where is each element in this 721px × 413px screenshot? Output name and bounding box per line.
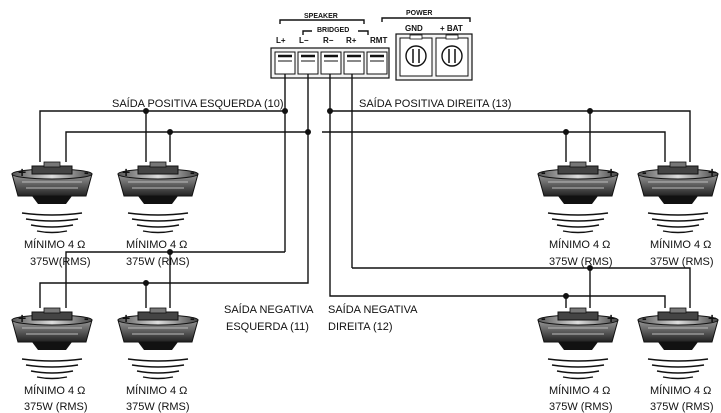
amplifier-terminal-block: SPEAKER BRIDGED POWER L+ L− R− R+ RMT GN… (270, 10, 473, 81)
minus-terminal-label: - (642, 164, 647, 180)
plus-terminal-label: + (122, 310, 130, 326)
power-label: 375W (RMS) (549, 256, 613, 268)
impedance-label: MÍNIMO 4 Ω (126, 384, 187, 397)
bridged-header: BRIDGED (317, 27, 349, 34)
terminal-l-minus: L− (299, 36, 309, 45)
terminal-gnd: GND (405, 24, 423, 33)
power-label: 375W (RMS) (24, 401, 88, 413)
label-right-positive: SAÍDA POSITIVA DIREITA (13) (359, 97, 511, 110)
wires (39, 74, 691, 308)
terminal-l-plus: L+ (276, 36, 286, 45)
power-label: 375W (RMS) (650, 401, 714, 413)
speaker-bot-right-1: - + MÍNIMO 4 Ω 375W (RMS) (537, 307, 619, 413)
terminal-r-minus: R− (323, 36, 334, 45)
minus-terminal-label: - (541, 164, 546, 180)
label-left-negative-1: SAÍDA NEGATIVA (224, 303, 314, 316)
power-label: 375W (RMS) (126, 256, 190, 268)
speaker-top-right-2: - + MÍNIMO 4 Ω 375W (RMS) (637, 161, 719, 268)
power-label: 375W (RMS) (549, 401, 613, 413)
minus-terminal-label: - (84, 310, 89, 326)
label-right-negative-2: DIREITA (12) (328, 321, 393, 333)
impedance-label: MÍNIMO 4 Ω (650, 384, 711, 397)
power-label: 375W (RMS) (650, 256, 714, 268)
plus-terminal-label: + (18, 164, 26, 180)
minus-terminal-label: - (190, 310, 195, 326)
plus-terminal-label: + (607, 310, 615, 326)
terminal-r-plus: R+ (346, 36, 357, 45)
speaker-bot-left-2: + - MÍNIMO 4 Ω 375W (RMS) (117, 307, 199, 413)
impedance-label: MÍNIMO 4 Ω (24, 238, 85, 251)
label-left-negative-2: ESQUERDA (11) (226, 321, 309, 333)
plus-terminal-label: + (122, 164, 130, 180)
power-label: 375W (RMS) (126, 401, 190, 413)
speaker-top-left-2: + - MÍNIMO 4 Ω 375W (RMS) (117, 161, 199, 268)
plus-terminal-label: + (708, 164, 716, 180)
speaker-top-right-1: - + MÍNIMO 4 Ω 375W (RMS) (537, 161, 619, 268)
impedance-label: MÍNIMO 4 Ω (126, 238, 187, 251)
plus-terminal-label: + (18, 310, 26, 326)
label-left-positive: SAÍDA POSITIVA ESQUERDA (10) (112, 97, 284, 110)
minus-terminal-label: - (642, 310, 647, 326)
speaker-top-left-1: + - MÍNIMO 4 Ω 375W(RMS) (11, 161, 93, 268)
plus-terminal-label: + (708, 310, 716, 326)
terminal-bat: + BAT (440, 24, 463, 33)
impedance-label: MÍNIMO 4 Ω (549, 384, 610, 397)
impedance-label: MÍNIMO 4 Ω (549, 238, 610, 251)
power-label: 375W(RMS) (30, 256, 91, 268)
speaker-header: SPEAKER (304, 13, 338, 20)
minus-terminal-label: - (84, 164, 89, 180)
impedance-label: MÍNIMO 4 Ω (24, 384, 85, 397)
power-header: POWER (406, 10, 432, 17)
speaker-bot-right-2: - + MÍNIMO 4 Ω 375W (RMS) (637, 307, 719, 413)
plus-terminal-label: + (607, 164, 615, 180)
speaker-bot-left-1: + - MÍNIMO 4 Ω 375W (RMS) (11, 307, 93, 413)
terminal-rmt: RMT (370, 36, 387, 45)
label-right-negative-1: SAÍDA NEGATIVA (328, 303, 418, 316)
minus-terminal-label: - (541, 310, 546, 326)
impedance-label: MÍNIMO 4 Ω (650, 238, 711, 251)
minus-terminal-label: - (190, 164, 195, 180)
